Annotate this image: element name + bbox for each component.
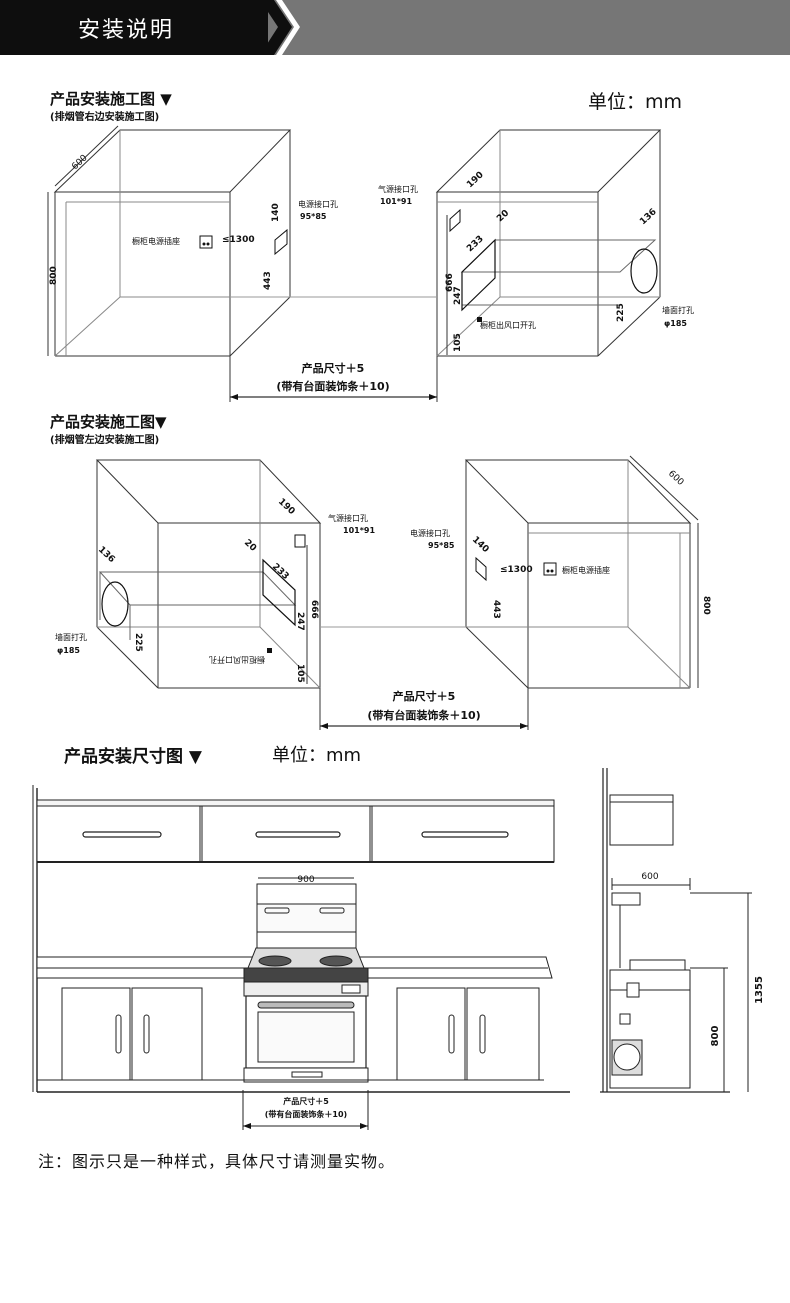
d1-socket-dist: ≤1300 [222, 235, 255, 245]
d2-size-line2: (带有台面装饰条＋10) [367, 708, 480, 722]
header-chevron-icon [260, 0, 300, 55]
d3-side-depth: 600 [641, 872, 658, 882]
footnote: 注：图示只是一种样式，具体尺寸请测量实物。 [38, 1152, 396, 1171]
d2-outlet-label: 橱柜出风口开孔 [209, 655, 265, 665]
section1-title: 产品安装施工图 ▼ [50, 90, 172, 108]
section2-title: 产品安装施工图▼ [50, 413, 167, 431]
d1-gas-label: 气源接口孔 [378, 184, 418, 194]
d1-hole-label: 电源接口孔 [298, 199, 338, 209]
d2-gas-size: 101*91 [343, 526, 375, 535]
section3-unit: 单位：mm [272, 745, 362, 766]
d1-d225: 225 [616, 303, 626, 322]
d2-hole-height: 443 [491, 600, 501, 619]
diagram-right-exhaust: 600 800 橱柜电源插座 ≤1300 电源接口孔 95*85 140 443… [47, 125, 694, 402]
d3-size-line2: (带有台面装饰条＋10) [265, 1109, 347, 1119]
d1-d247: 247 [453, 286, 463, 305]
d1-size-line1: 产品尺寸＋5 [302, 361, 365, 375]
diagram-left-exhaust: 190 气源接口孔 101*91 136 20 233 666 247 105 … [55, 455, 711, 730]
d2-hole-label: 电源接口孔 [410, 528, 450, 538]
d2-d666: 666 [309, 600, 319, 619]
d3-size-line1: 产品尺寸＋5 [283, 1096, 329, 1106]
d1-wall-size: φ185 [664, 319, 687, 328]
d1-left-height: 800 [49, 266, 59, 285]
d1-outlet-label: 橱柜出风口开孔 [480, 320, 536, 330]
d1-socket-label: 橱柜电源插座 [132, 236, 180, 246]
d1-d105: 105 [453, 333, 463, 352]
d2-right-height: 800 [701, 596, 711, 615]
d2-d247: 247 [295, 612, 305, 631]
header-title: 安装说明 [78, 18, 175, 43]
d3-width: 900 [297, 875, 314, 885]
section1-subtitle: (排烟管右边安装施工图) [50, 112, 160, 123]
section2-subtitle: (排烟管左边安装施工图) [50, 435, 160, 446]
d1-hole-height: 443 [263, 271, 273, 290]
d2-hole-size: 95*85 [428, 541, 455, 550]
d1-wall-label: 墙面打孔 [662, 305, 694, 315]
d1-d666: 666 [445, 273, 455, 292]
d2-wall-size: φ185 [57, 646, 80, 655]
d3-side-height: 800 [710, 1026, 721, 1047]
d2-wall-label: 墙面打孔 [55, 632, 87, 642]
d2-socket-dist: ≤1300 [500, 565, 533, 575]
d1-hole-dim: 140 [271, 203, 281, 222]
section3-title: 产品安装尺寸图 ▼ [64, 747, 202, 767]
d2-size-line1: 产品尺寸＋5 [393, 689, 456, 703]
d2-d225: 225 [133, 633, 143, 652]
d2-socket-label: 橱柜电源插座 [562, 565, 610, 575]
section1-unit: 单位：mm [588, 91, 683, 113]
header-banner: 安装说明 [0, 0, 790, 55]
d2-gas-label: 气源接口孔 [328, 513, 368, 523]
d1-size-line2: (带有台面装饰条＋10) [276, 379, 389, 393]
d1-hole-size: 95*85 [300, 212, 327, 221]
header-title-block [0, 0, 268, 55]
d2-d105: 105 [295, 664, 305, 683]
d1-gas-size: 101*91 [380, 197, 412, 206]
d3-side-total: 1355 [754, 976, 765, 1004]
